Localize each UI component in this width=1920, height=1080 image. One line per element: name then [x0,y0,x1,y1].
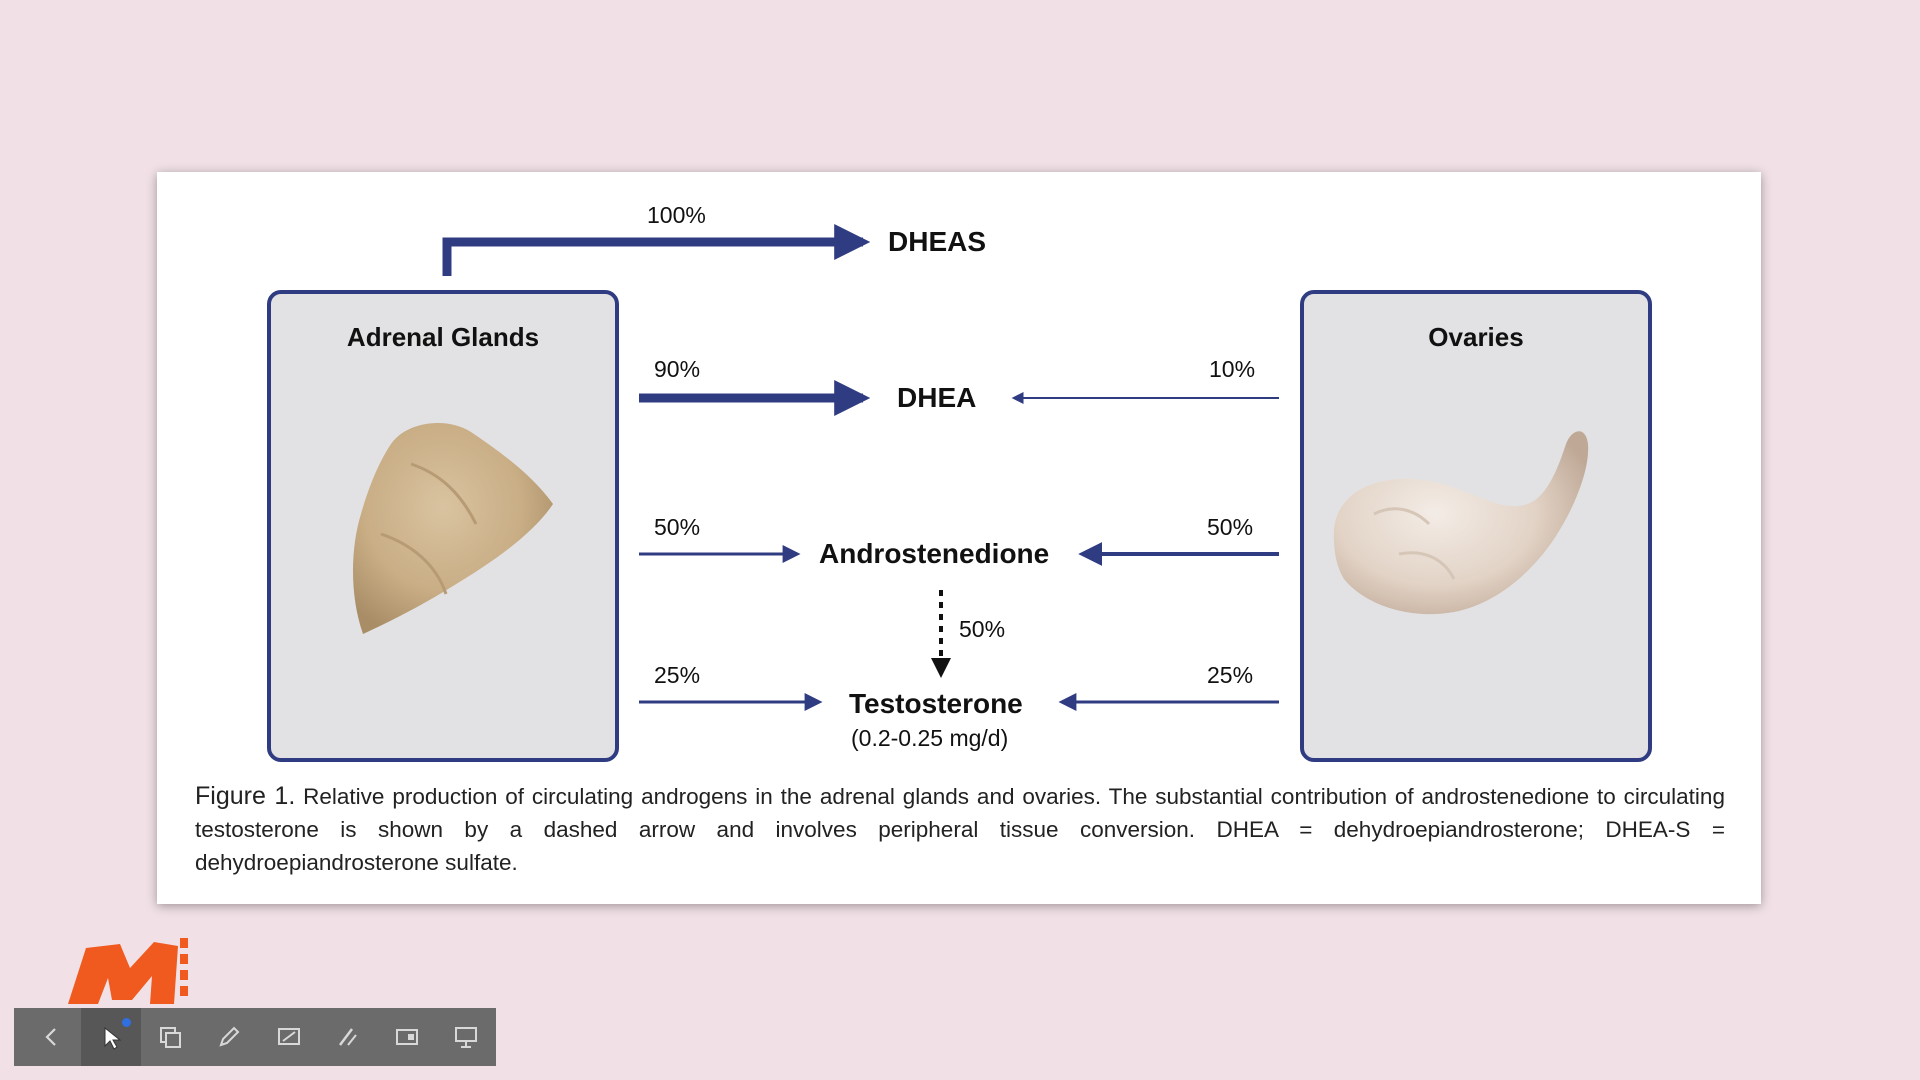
pct-dhea-adrenal: 90% [654,356,701,382]
slide: Adrenal Glands Ovaries [157,172,1761,904]
ovaries-title: Ovaries [1428,322,1524,352]
pointer-tool-button[interactable] [81,1008,141,1066]
adrenal-gland-image [353,422,553,634]
chevron-left-icon [45,1028,56,1046]
pct-androstenedione-adrenal: 50% [654,514,701,540]
screen-annotate-button[interactable] [259,1008,318,1066]
windows-tool-button[interactable] [141,1008,200,1066]
pct-androstenedione-ovaries: 50% [1207,514,1254,540]
pct-testosterone-adrenal: 25% [654,662,701,688]
windows-icon [160,1027,182,1048]
pen-icon [219,1026,240,1047]
screen-annotate-icon [277,1028,300,1045]
laser-icon [338,1028,357,1046]
pct-testosterone-ovaries: 25% [1207,662,1254,688]
window-share-icon [396,1029,419,1045]
arrow-adrenal-dheas [442,224,871,276]
adrenal-glands-box: Adrenal Glands [267,290,619,762]
hormone-testosterone: Testosterone [849,688,1023,719]
androgen-diagram: Adrenal Glands Ovaries [157,172,1761,772]
hormone-androstenedione: Androstenedione [819,538,1050,569]
figure-caption: Figure 1. Relative production of circula… [195,780,1725,879]
prev-button[interactable] [22,1008,81,1066]
brand-logo-icon [68,938,188,1004]
hormone-dhea: DHEA [897,382,977,413]
active-indicator [121,1018,131,1027]
arrows-layer [442,224,1279,711]
presentation-icon [455,1027,478,1048]
pct-dheas-adrenal: 100% [647,202,706,228]
pen-tool-button[interactable] [200,1008,259,1066]
hormone-dheas: DHEAS [888,226,987,257]
testosterone-rate: (0.2-0.25 mg/d) [851,725,1009,751]
pointer-icon [104,1026,122,1050]
pct-dhea-ovaries: 10% [1209,356,1256,382]
presentation-button[interactable] [437,1008,496,1066]
ovaries-box: Ovaries [1300,290,1652,762]
presentation-toolbar [14,1008,496,1066]
laser-tool-button[interactable] [318,1008,377,1066]
window-share-button[interactable] [378,1008,437,1066]
ovary-image [1333,431,1589,615]
pct-conversion: 50% [959,616,1006,642]
figure-caption-text: Relative production of circulating andro… [195,784,1725,875]
figure-label: Figure 1. [195,782,296,810]
adrenal-glands-title: Adrenal Glands [346,322,540,352]
